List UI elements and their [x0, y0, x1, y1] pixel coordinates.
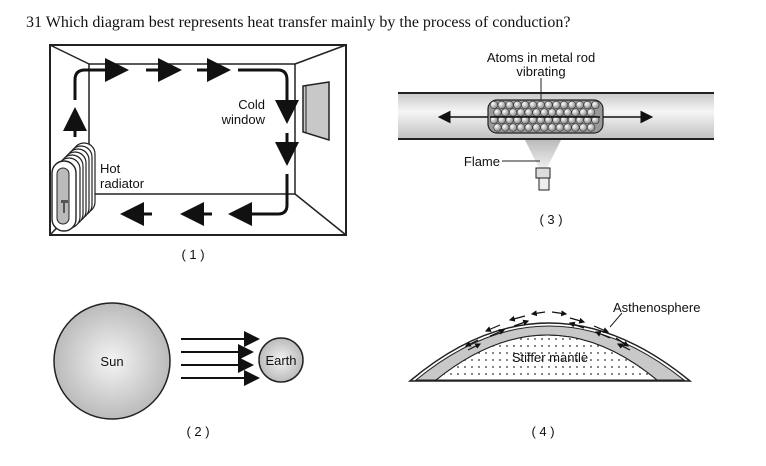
- atom: [501, 108, 510, 117]
- atom: [536, 100, 545, 110]
- label-sun: Sun: [100, 354, 123, 369]
- atom: [571, 123, 580, 132]
- label-atoms-1: Atoms in metal rod: [487, 50, 595, 65]
- atom: [586, 108, 596, 117]
- atom: [552, 100, 561, 110]
- earth: [258, 337, 304, 383]
- stiffer-mantle: [434, 334, 659, 381]
- diagram-2-radiation: [53, 302, 304, 420]
- sun: [53, 302, 171, 420]
- label-atoms-2: vibrating: [516, 64, 565, 79]
- atom: [493, 108, 502, 117]
- atom: [489, 100, 499, 110]
- atom: [583, 100, 592, 110]
- caption-4: ( 4 ): [531, 424, 554, 439]
- cold-window: [302, 81, 330, 142]
- atom: [555, 108, 565, 117]
- atom: [579, 123, 588, 132]
- atom: [505, 100, 514, 110]
- atom: [540, 108, 549, 117]
- label-cold: Cold: [238, 97, 265, 112]
- caption-2: ( 2 ): [186, 424, 209, 439]
- label-asthenosphere: Asthenosphere: [613, 300, 700, 315]
- atom: [540, 123, 549, 132]
- diagram-4-mantle: [407, 310, 693, 382]
- atom: [516, 108, 526, 117]
- atom: [560, 100, 569, 110]
- atom: [513, 100, 522, 110]
- label-stiffer-mantle: Stiffer mantle: [512, 350, 588, 365]
- atom: [501, 123, 510, 132]
- label-window: window: [221, 112, 266, 127]
- burner: [535, 167, 551, 179]
- atom: [532, 108, 541, 117]
- question-text: 31 Which diagram best represents heat tr…: [26, 14, 570, 32]
- label-radiator: radiator: [100, 176, 145, 191]
- atom: [563, 123, 572, 132]
- atom: [579, 108, 588, 117]
- atom: [532, 123, 541, 132]
- atom: [528, 100, 538, 110]
- atom: [508, 123, 518, 132]
- atom: [497, 100, 506, 110]
- diagram-3-conduction: [398, 78, 714, 191]
- atom: [524, 123, 533, 132]
- label-hot: Hot: [100, 161, 121, 176]
- atom: [567, 100, 577, 110]
- atom: [547, 123, 557, 132]
- atom: [524, 108, 533, 117]
- hot-radiator: [51, 142, 96, 232]
- radiation-arrows: [181, 331, 260, 386]
- question-prompt: Which diagram best represents heat trans…: [45, 14, 571, 31]
- atom: [544, 100, 553, 110]
- atom: [591, 100, 600, 110]
- label-earth: Earth: [265, 353, 296, 368]
- atom: [571, 108, 580, 117]
- atoms: [489, 100, 600, 132]
- atom: [493, 123, 502, 132]
- atom: [516, 123, 526, 132]
- atom: [555, 123, 565, 132]
- diagram-1-room: [49, 44, 347, 236]
- question-number: 31: [26, 14, 42, 31]
- atom: [521, 100, 530, 110]
- atom: [563, 108, 572, 117]
- caption-3: ( 3 ): [539, 212, 562, 227]
- atom: [547, 108, 557, 117]
- room-back-wall: [88, 63, 296, 195]
- atom: [575, 100, 584, 110]
- room-outer-wall: [49, 44, 347, 236]
- atom: [508, 108, 518, 117]
- flame: [525, 140, 561, 168]
- label-flame: Flame: [464, 154, 500, 169]
- caption-1: ( 1 ): [181, 247, 204, 262]
- atom: [586, 123, 596, 132]
- convection-arrows: [63, 58, 299, 226]
- convection-arrows-mantle: [464, 310, 631, 351]
